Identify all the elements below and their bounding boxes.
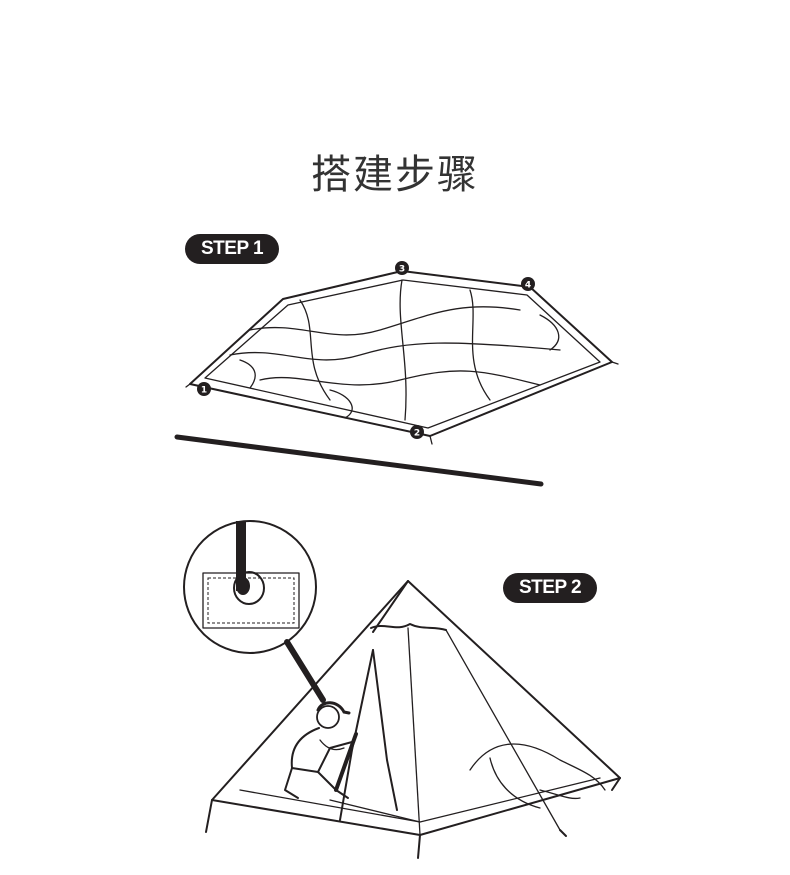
corner-marker-4: 4 [521,277,535,291]
corner-marker-2: 2 [410,425,424,439]
step-2-badge: STEP 2 [503,573,598,603]
center-pole [174,434,544,487]
svg-text:3: 3 [399,265,405,275]
step-1-badge: STEP 1 [185,234,280,264]
corner-marker-1: 1 [197,382,211,396]
page-title: 搭建步骤 [311,152,479,198]
flat-tent-floor-illustration [185,270,619,445]
svg-text:4: 4 [525,281,531,291]
svg-text:2: 2 [414,429,420,439]
person-figure [284,701,358,799]
corner-marker-3: 3 [395,261,409,275]
detail-magnifier [183,520,317,654]
pitched-tent-illustration [205,580,621,859]
svg-text:1: 1 [201,386,207,396]
magnifier-pointer [284,639,326,703]
